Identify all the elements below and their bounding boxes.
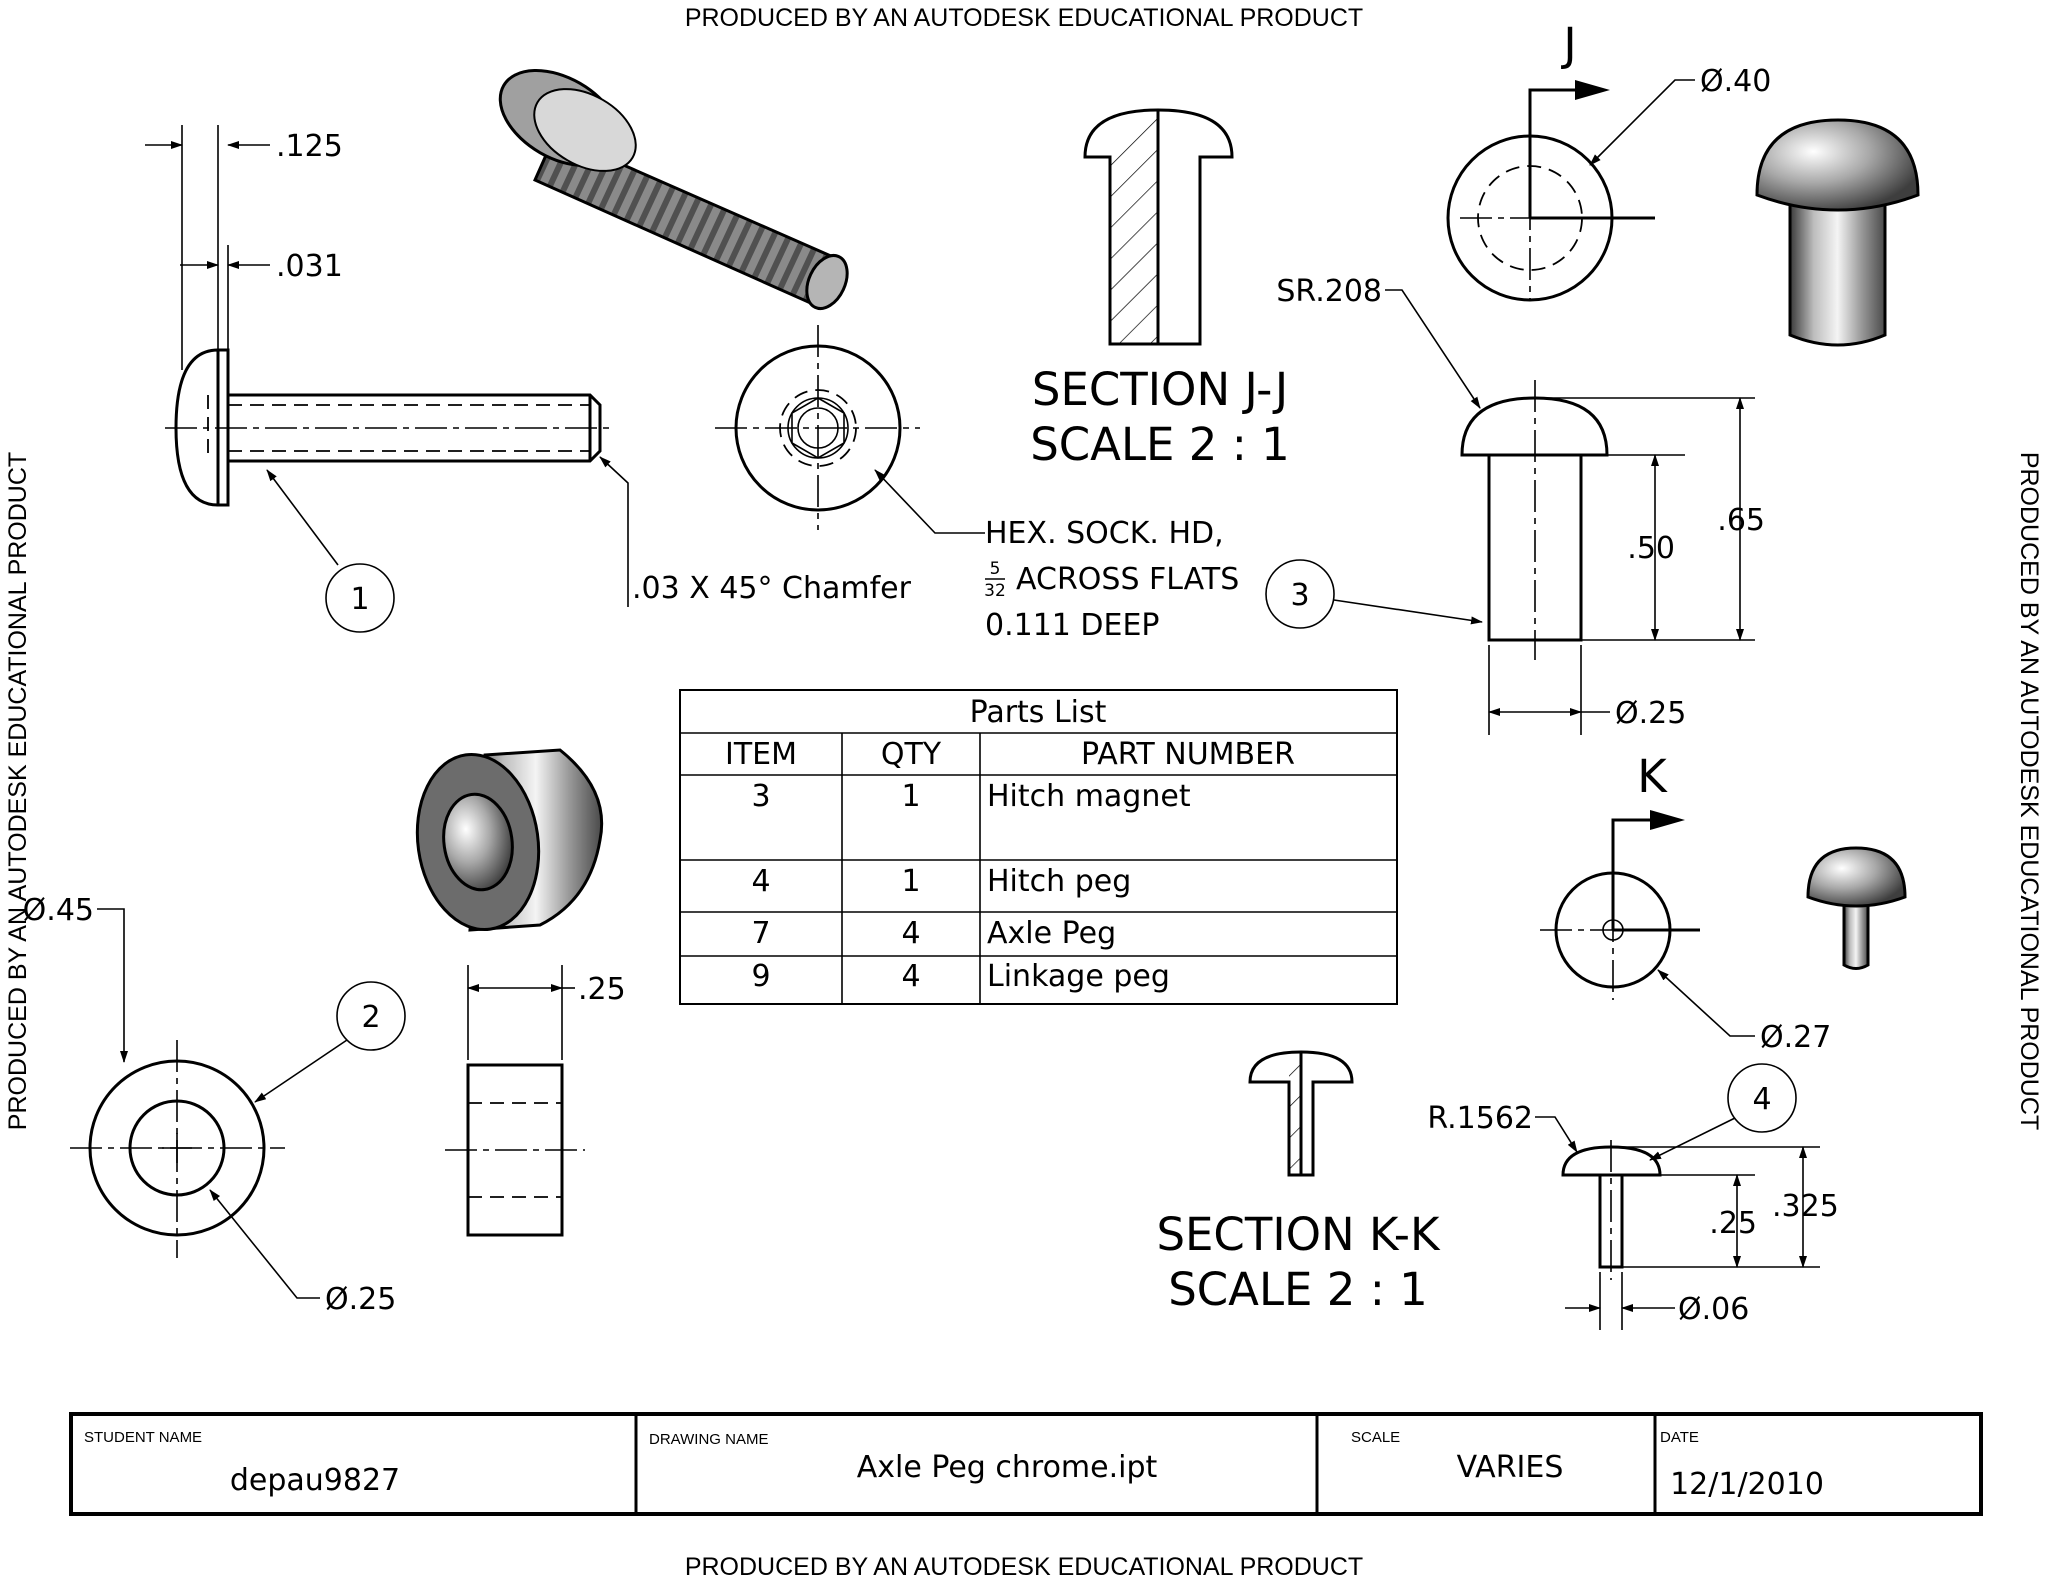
parts-list-row: 4 1 Hitch peg bbox=[751, 864, 1131, 899]
spacer-side-view bbox=[445, 965, 585, 1237]
parts-list-cell-qty: 4 bbox=[901, 916, 920, 951]
title-block-date: 12/1/2010 bbox=[1670, 1467, 1824, 1502]
dim-screw-head-step: .031 bbox=[276, 249, 343, 284]
section-kk-scale: SCALE 2 : 1 bbox=[1168, 1263, 1428, 1316]
section-jj-scale: SCALE 2 : 1 bbox=[1030, 418, 1290, 471]
balloon-4-label: 4 bbox=[1752, 1082, 1771, 1117]
parts-list-cell-qty: 1 bbox=[901, 779, 920, 814]
title-block-drawing-label: DRAWING NAME bbox=[649, 1431, 768, 1448]
peg-end-view bbox=[1540, 810, 1700, 1000]
dim-chamfer: .03 X 45° Chamfer bbox=[632, 571, 912, 606]
balloon-1-label: 1 bbox=[350, 582, 369, 617]
dim-peg-shank-length: .25 bbox=[1709, 1206, 1757, 1241]
parts-list-table bbox=[679, 689, 1398, 1005]
section-kk-title: SECTION K-K bbox=[1156, 1208, 1441, 1261]
dim-hitch-shank-dia: Ø.25 bbox=[1615, 696, 1686, 731]
watermark-right: PRODUCED BY AN AUTODESK EDUCATIONAL PROD… bbox=[2015, 452, 2043, 1130]
parts-list-cell-item: 7 bbox=[751, 916, 770, 951]
dim-hitch-shank-length: .50 bbox=[1627, 531, 1675, 566]
dim-hitch-head-dia: Ø.40 bbox=[1700, 64, 1771, 99]
title-block-scale: VARIES bbox=[1457, 1450, 1564, 1485]
parts-list-row: 7 4 Axle Peg bbox=[751, 916, 1116, 951]
spacer-3d bbox=[415, 748, 604, 932]
screw-side-view bbox=[145, 125, 612, 507]
note-hex-socket-line3: 0.111 DEEP bbox=[985, 608, 1160, 643]
parts-list-header-item: ITEM bbox=[725, 737, 797, 772]
hitch-end-view bbox=[1446, 80, 1655, 302]
cut-label-k: K bbox=[1637, 750, 1668, 803]
parts-list-cell-part: Hitch magnet bbox=[987, 779, 1191, 814]
spacer-end-view bbox=[70, 1040, 285, 1258]
peg-3d bbox=[1806, 846, 1907, 970]
title-block-student-label: STUDENT NAME bbox=[84, 1429, 202, 1446]
note-hex-frac-den: 32 bbox=[984, 581, 1006, 601]
parts-list-cell-qty: 4 bbox=[901, 959, 920, 994]
section-jj-title: SECTION J-J bbox=[1032, 363, 1288, 416]
parts-list-cell-part: Axle Peg bbox=[987, 916, 1116, 951]
title-block-student: depau9827 bbox=[230, 1463, 400, 1498]
title-block-scale-label: SCALE bbox=[1351, 1429, 1400, 1446]
dim-peg-shank-dia: Ø.06 bbox=[1678, 1292, 1749, 1327]
dim-spacer-width: .25 bbox=[578, 972, 626, 1007]
cut-label-j: J bbox=[1560, 18, 1576, 71]
dim-peg-head-radius: R.1562 bbox=[1427, 1101, 1533, 1136]
balloon-4 bbox=[1727, 1063, 1797, 1133]
parts-list-row: 9 4 Linkage peg bbox=[751, 959, 1169, 994]
balloon-1 bbox=[325, 563, 395, 633]
parts-list-header-part-number: PART NUMBER bbox=[1081, 737, 1295, 772]
note-hex-frac-num: 5 bbox=[990, 559, 1001, 579]
watermark-top: PRODUCED BY AN AUTODESK EDUCATIONAL PROD… bbox=[685, 4, 1363, 32]
parts-list-header-qty: QTY bbox=[881, 737, 942, 772]
title-block-date-label: DATE bbox=[1660, 1429, 1699, 1446]
screw-end-view bbox=[715, 325, 920, 530]
balloon-2-label: 2 bbox=[361, 1000, 380, 1035]
parts-list-title: Parts List bbox=[970, 695, 1107, 730]
hitch-side-view bbox=[1460, 380, 1755, 735]
note-hex-socket-line2: ACROSS FLATS bbox=[1016, 562, 1239, 597]
dim-hitch-sphere-radius: SR.208 bbox=[1276, 274, 1382, 309]
dim-peg-total-length: .325 bbox=[1772, 1189, 1839, 1224]
balloon-3-label: 3 bbox=[1290, 578, 1309, 613]
dim-screw-head-thickness: .125 bbox=[276, 129, 343, 164]
hitch-magnet-3d bbox=[1755, 118, 1920, 347]
section-kk-view bbox=[1248, 1050, 1354, 1177]
parts-list-cell-qty: 1 bbox=[901, 864, 920, 899]
parts-list-cell-item: 9 bbox=[751, 959, 770, 994]
parts-list-cell-part: Hitch peg bbox=[987, 864, 1131, 899]
dim-spacer-inner-dia: Ø.25 bbox=[325, 1282, 396, 1317]
section-jj-view bbox=[1083, 108, 1234, 346]
parts-list-cell-item: 4 bbox=[751, 864, 770, 899]
note-hex-socket-line1: HEX. SOCK. HD, bbox=[985, 516, 1224, 551]
parts-list-cell-part: Linkage peg bbox=[987, 959, 1170, 994]
dim-hitch-total-length: .65 bbox=[1717, 503, 1765, 538]
watermark-bottom: PRODUCED BY AN AUTODESK EDUCATIONAL PROD… bbox=[685, 1553, 1363, 1581]
title-block bbox=[69, 1412, 1983, 1516]
balloon-3 bbox=[1265, 559, 1335, 629]
peg-side-view bbox=[1561, 1140, 1820, 1330]
balloon-2 bbox=[336, 981, 406, 1051]
title-block-drawing: Axle Peg chrome.ipt bbox=[857, 1450, 1158, 1485]
parts-list-row: 3 1 Hitch magnet bbox=[751, 779, 1190, 814]
watermark-left: PRODUCED BY AN AUTODESK EDUCATIONAL PROD… bbox=[4, 452, 32, 1130]
screw-iso-view bbox=[498, 69, 849, 310]
dim-peg-head-dia: Ø.27 bbox=[1760, 1020, 1831, 1055]
parts-list-cell-item: 3 bbox=[751, 779, 770, 814]
dim-spacer-outer-dia: Ø.45 bbox=[23, 893, 94, 928]
